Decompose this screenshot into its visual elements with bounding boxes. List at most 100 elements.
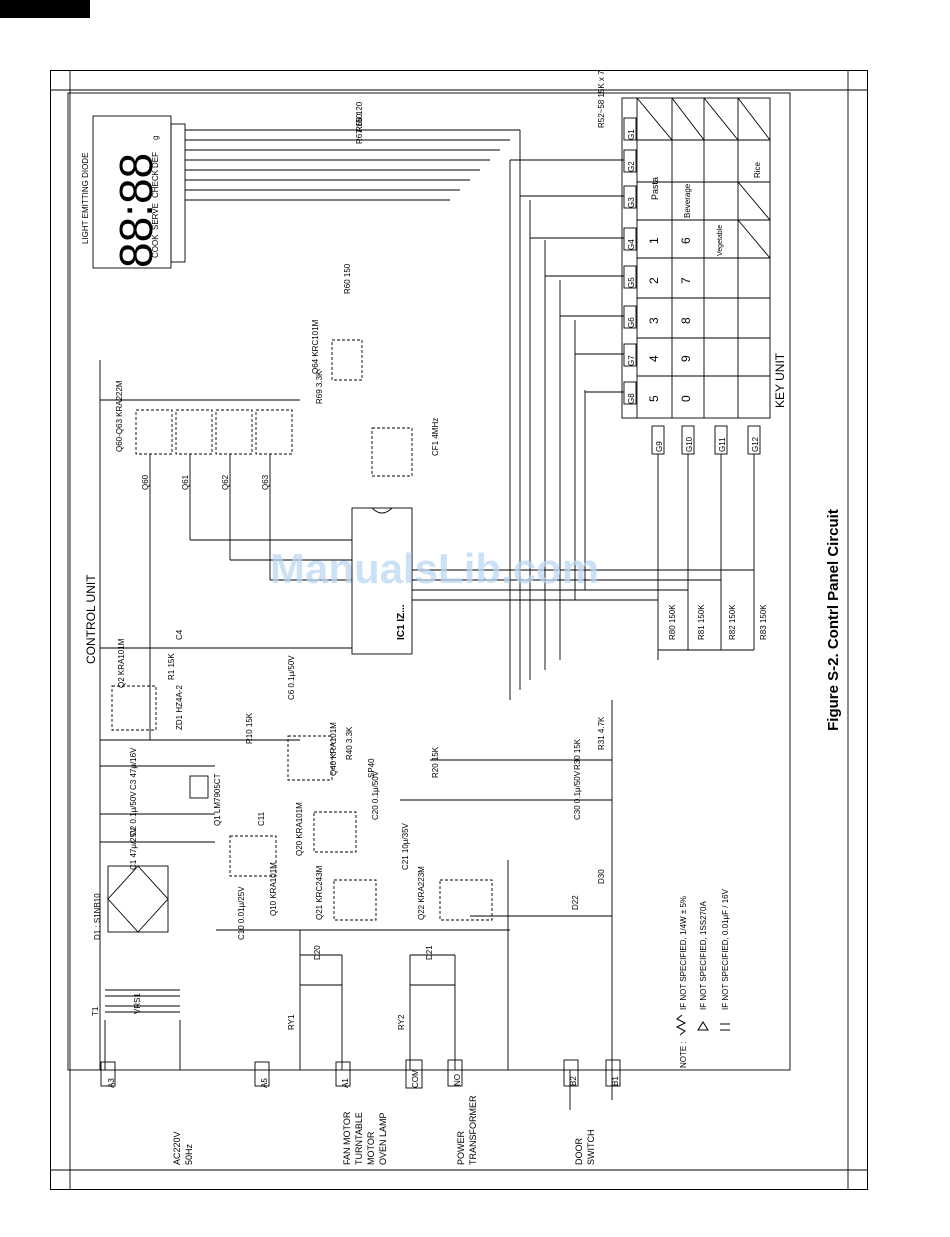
q20-label: Q20 KRA101M (295, 802, 304, 856)
d20-label: D20 (313, 945, 322, 960)
conn-g3: G3 (627, 197, 636, 208)
q10-label: Q10 KRA101M (269, 862, 278, 916)
power-label-0: POWER (456, 1130, 466, 1165)
conn-b1: B1 (611, 1076, 620, 1086)
ac-label-0: AC220V (172, 1131, 182, 1165)
watermark: ManualsLib.com (270, 545, 599, 592)
ac-label-1: 50Hz (184, 1143, 194, 1165)
q64-label: Q64 KRC101M (311, 319, 320, 374)
conn-b2: B2 (569, 1076, 578, 1086)
key-pasta: Pasta (650, 177, 660, 200)
r83-label: R83 150K (759, 604, 768, 640)
key-vegetable: Vegetable (717, 225, 724, 256)
display-indicator-serve: SERVE (151, 203, 160, 230)
t1-label: T1 (91, 1006, 100, 1016)
zd1-label: ZD1 HZ4A-2 (175, 685, 184, 730)
conn-g5: G5 (627, 277, 636, 288)
conn-g6: G6 (627, 317, 636, 328)
display-title: LIGHT EMITTING DIODE (81, 153, 90, 244)
q21-label: Q21 KRC243M (315, 865, 324, 920)
door-label-1: SWITCH (586, 1130, 596, 1166)
d22-label: D22 (571, 895, 580, 910)
notes-symbols (675, 1014, 730, 1036)
c4-label: C4 (175, 629, 184, 640)
display-indicator-cook: COOK (151, 234, 160, 258)
key-2: 2 (647, 277, 661, 284)
r81-label: R81 150K (697, 604, 706, 640)
display-indicator-g: g (151, 136, 160, 140)
r60-label: R60 150 (343, 263, 352, 294)
conn-a3: A3 (107, 1078, 116, 1088)
control-unit-label: CONTROL UNIT (84, 574, 98, 664)
q60-63-label: Q60-Q63 KRA222M (115, 380, 124, 452)
vrs1-label: VRS1 (133, 993, 142, 1014)
load-label-1: TURNTABLE (354, 1112, 364, 1165)
conn-g1: G1 (627, 129, 636, 140)
key-unit-label: KEY UNIT (773, 352, 787, 408)
ry2-label: RY2 (397, 1014, 406, 1030)
ic-name: IC1 IZ... (396, 604, 407, 640)
q63-label: Q63 (261, 474, 270, 490)
key-rice: Rice (753, 161, 762, 178)
key-beverage: Beverage (683, 183, 692, 218)
door-label-0: DOOR (574, 1137, 584, 1165)
load-label-3: OVEN LAMP (378, 1112, 388, 1165)
key-4: 4 (647, 355, 661, 362)
q62-label: Q62 (221, 474, 230, 490)
seg-res-0: R68 120 (355, 101, 364, 132)
c10-label: C10 0.01μ/25V (237, 886, 246, 940)
q2-label: Q2 KRA101M (117, 638, 126, 688)
q22-label: Q22 KRA223M (417, 866, 426, 920)
display-indicator-check: CHECK (151, 169, 160, 198)
conn-g4: G4 (627, 239, 636, 250)
c1-label: C1 47μ/25V (129, 827, 138, 870)
conn-a1: A1 (341, 1078, 350, 1088)
conn-g12: G12 (751, 436, 760, 452)
key-8: 8 (679, 317, 693, 324)
q60-label: Q60 (141, 474, 150, 490)
power-label-1: TRANSFORMER (468, 1095, 478, 1165)
note-line-0: IF NOT SPECIFIED, 1/4W ± 5% (679, 896, 688, 1010)
note-line-2: IF NOT SPECIFIED, 0.01μF / 16V (721, 888, 730, 1010)
sp40-label: SP40 (367, 758, 376, 778)
rotated-labels: LIGHT EMITTING DIODE 88:88 COOK SERVE CH… (81, 70, 787, 1165)
r52-58-label: R52~58 15K x 7 (597, 70, 606, 128)
key-9: 9 (679, 355, 693, 362)
conn-g7: G7 (627, 355, 636, 366)
note-line-1: IF NOT SPECIFIED, 1SS270A (699, 901, 708, 1010)
r1-label: R1 15K (167, 653, 176, 680)
conn-g8: G8 (627, 393, 636, 404)
c30-label: C30 0.1μ/50V (573, 770, 582, 820)
display-digits: 88:88 (110, 153, 162, 268)
conn-g11: G11 (718, 437, 727, 452)
r10-label: R10 15K (245, 712, 254, 744)
key-1: 1 (647, 237, 661, 244)
q40-label: Q40 KRA101M (329, 722, 338, 776)
r30-label: R30 15K (573, 738, 582, 770)
conn-a5: A5 (260, 1078, 269, 1088)
key-6: 6 (679, 237, 693, 244)
conn-g2: G2 (627, 161, 636, 172)
cf1-label: CF1 4MHz (431, 418, 440, 456)
c20-label: C20 0.1μ/50V (371, 770, 380, 820)
load-label-0: FAN MOTOR (342, 1111, 352, 1165)
drawing-frame (50, 70, 868, 1190)
corner-tab (0, 0, 90, 18)
d30-label: D30 (597, 869, 606, 884)
conn-g9: G9 (655, 441, 664, 452)
figure-caption: Figure S-2. Contrl Panel Circuit (825, 509, 842, 731)
load-label-2: MOTOR (366, 1131, 376, 1165)
c2-label: C2 0.1μ/50V (129, 791, 138, 836)
r40-label: R40 3.3K (345, 726, 354, 760)
bridge-label: D1 : S1NB10 (93, 893, 102, 940)
notes-title: NOTE : (679, 1041, 688, 1068)
r20-label: R20 15K (431, 746, 440, 778)
conn-g10: G10 (685, 436, 694, 452)
r69-label: R69 3.3K (315, 370, 324, 404)
display-indicator-def: DEF (151, 152, 160, 168)
r80-label: R80 150K (668, 604, 677, 640)
key-0: 0 (679, 395, 693, 402)
d21-label: D21 (425, 945, 434, 960)
key-3: 3 (647, 317, 661, 324)
